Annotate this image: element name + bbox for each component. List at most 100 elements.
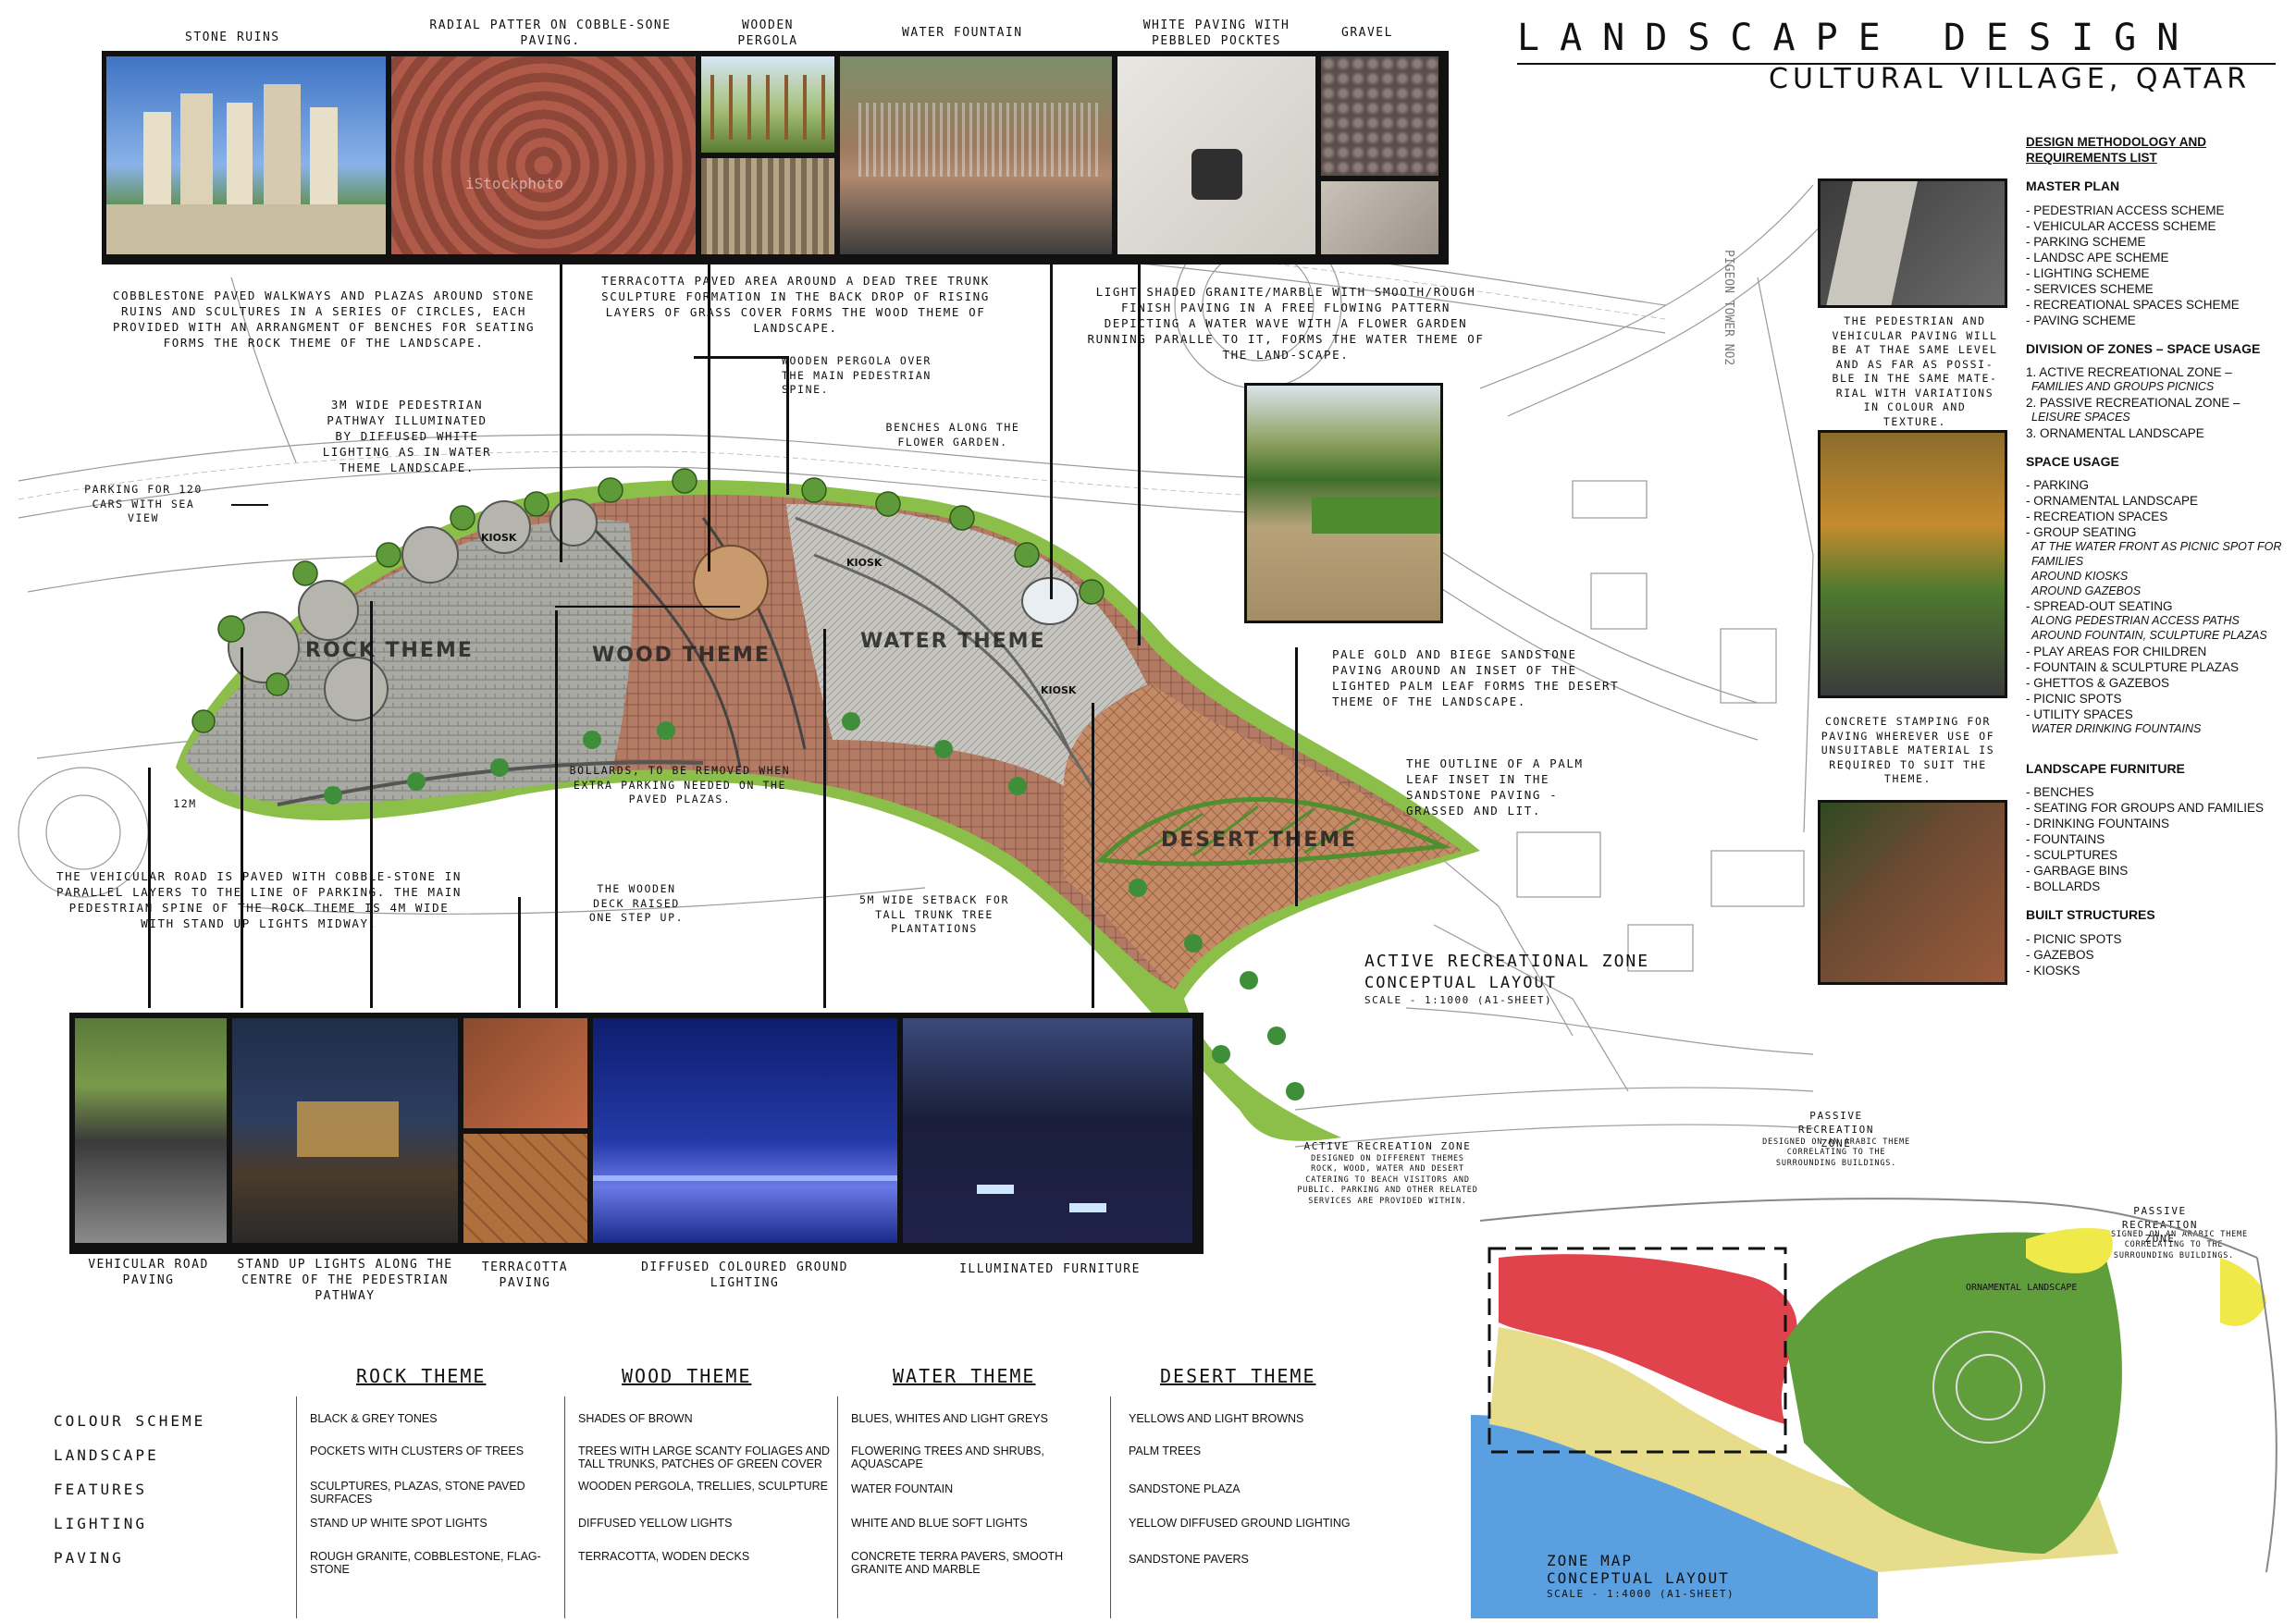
palm-tree	[1212, 1045, 1230, 1064]
master-plan-item: - VEHICULAR ACCESS SCHEME	[2026, 218, 2216, 233]
leader-line	[518, 897, 521, 1008]
tree	[672, 468, 697, 494]
table-row-label: COLOUR SCHEME	[54, 1412, 206, 1430]
table-cell: SANDSTONE PAVERS	[1129, 1553, 1249, 1566]
table-cell: PALM TREES	[1129, 1445, 1202, 1457]
space-usage-item: WATER DRINKING FOUNTAINS	[2031, 721, 2202, 735]
photo-stamped-concrete	[1818, 800, 2007, 985]
space-usage-item: AROUND GAZEBOS	[2031, 584, 2142, 597]
table-cell: CONCRETE TERRA PAVERS, SMOOTH GRANITE AN…	[851, 1550, 1064, 1577]
stone-monolith	[264, 84, 301, 204]
table-row-label: FEATURES	[54, 1481, 148, 1498]
photo-wooden-pergola-2	[698, 155, 837, 257]
grass-strip	[1312, 497, 1440, 534]
stone-monolith	[310, 107, 338, 204]
kiosk-label: KIOSK	[481, 532, 517, 544]
photo-stone-ruins	[104, 54, 389, 257]
built-item: - PICNIC SPOTS	[2026, 931, 2122, 946]
photo-pedestrian-paving	[1818, 178, 2007, 308]
stone-monolith	[180, 93, 213, 204]
stone-monolith	[227, 103, 253, 204]
tower-label: PIGEON TOWER NO2	[1722, 250, 1735, 365]
table-cell: SHADES OF BROWN	[578, 1412, 693, 1425]
leader-line	[148, 768, 151, 1008]
furniture-title: LANDSCAPE FURNITURE	[2026, 760, 2185, 776]
palm-tree	[1240, 971, 1258, 990]
zone-building-circle	[1932, 1331, 2045, 1444]
theme-label-water: WATER THEME	[860, 630, 1046, 653]
photo-park-path	[1818, 430, 2007, 698]
tree	[524, 491, 549, 517]
table-cell: BLACK & GREY TONES	[310, 1412, 438, 1425]
leader-line	[708, 257, 710, 572]
note-concrete: CONCRETE STAMPING FOR PAVING WHEREVER US…	[1821, 715, 1995, 786]
space-usage-item: AROUND FOUNTAIN, SCULPTURE PLAZAS	[2031, 629, 2267, 643]
note-palm-leaf: THE OUTLINE OF A PALM LEAF INSET IN THE …	[1406, 756, 1584, 818]
palm-leaf-veins	[1137, 805, 1361, 857]
leader-line	[231, 504, 268, 506]
table-header-wood: WOOD THEME	[622, 1365, 752, 1387]
table-divider	[564, 1396, 565, 1618]
table-cell: BLUES, WHITES AND LIGHT GREYS	[851, 1412, 1049, 1425]
note-parking: PARKING FOR 120 CARS WITH SEA VIEW	[84, 483, 203, 525]
plaza-circle	[228, 611, 300, 683]
space-usage-item: - GHETTOS & GAZEBOS	[2026, 675, 2170, 690]
space-usage-item: AROUND KIOSKS	[2031, 569, 2129, 583]
note-vehicular: THE VEHICULAR ROAD IS PAVED WITH COBBLE-…	[56, 869, 463, 930]
master-plan-item: - SERVICES SCHEME	[2026, 281, 2154, 296]
zone-focus-frame	[1487, 1247, 1787, 1454]
note-terracotta: TERRACOTTA PAVED AREA AROUND A DEAD TREE…	[601, 274, 990, 335]
plan-title: ACTIVE RECREATIONAL ZONE	[1364, 952, 1650, 971]
furniture-item: - BOLLARDS	[2026, 879, 2101, 894]
built-item: - GAZEBOS	[2026, 947, 2094, 962]
stone-wall	[106, 204, 386, 254]
table-header-water: WATER THEME	[893, 1365, 1036, 1387]
tree	[265, 672, 290, 696]
tree	[191, 709, 216, 733]
leader-line	[555, 606, 740, 608]
table-cell: YELLOWS AND LIGHT BROWNS	[1129, 1412, 1304, 1425]
plaza-circle	[401, 526, 459, 584]
master-plan-item: - RECREATIONAL SPACES SCHEME	[2026, 297, 2240, 312]
master-plan-item: - PAVING SCHEME	[2026, 313, 2136, 327]
table-header-rock: ROCK THEME	[356, 1365, 487, 1387]
space-usage-item: - PARKING	[2026, 478, 2090, 493]
table-cell: DIFFUSED YELLOW LIGHTS	[578, 1517, 733, 1530]
stone-monolith	[143, 112, 171, 204]
zone-sea	[1471, 1415, 1878, 1618]
theme-label-rock: ROCK THEME	[305, 639, 474, 662]
space-usage-item: - PLAY AREAS FOR CHILDREN	[2026, 644, 2207, 658]
caption-radial-paving: RADIAL PATTER ON COBBLE-SONE PAVING.	[429, 18, 672, 48]
pebbled-pocket	[1191, 149, 1242, 200]
palm-tree	[324, 786, 342, 805]
title-rule	[1517, 63, 2276, 65]
tree	[875, 491, 901, 517]
table-divider	[296, 1396, 297, 1618]
caption-water-fountain: WATER FOUNTAIN	[902, 26, 1023, 40]
note-pedestrian-3m: 3M WIDE PEDESTRIAN PATHWAY ILLUMINATED B…	[322, 398, 492, 474]
photo-terracotta-2	[461, 1131, 590, 1246]
table-row-label: LANDSCAPE	[54, 1446, 159, 1464]
zone-ornamental-area	[2026, 1228, 2113, 1273]
caption-stand-up-lights: STAND UP LIGHTS ALONG THE CENTRE OF THE …	[237, 1258, 453, 1303]
space-usage-item: - UTILITY SPACES	[2026, 707, 2133, 721]
desert-zone	[1064, 684, 1462, 990]
photo-wooden-pergola	[698, 54, 837, 155]
caption-stone-ruins: STONE RUINS	[185, 31, 280, 44]
zone-active-title: ACTIVE RECREATION ZONE	[1303, 1140, 1472, 1152]
table-cell: POCKETS WITH CLUSTERS OF TREES	[310, 1445, 525, 1457]
light-strip	[593, 1175, 897, 1181]
plan-scale: SCALE - 1:1000 (A1-SHEET)	[1364, 994, 1553, 1006]
caption-wooden-pergola: WOODEN PERGOLA	[737, 18, 798, 48]
leader-line	[241, 647, 243, 1008]
table-cell: STAND UP WHITE SPOT LIGHTS	[310, 1517, 488, 1530]
tree	[949, 505, 975, 531]
space-usage-item: - SPREAD-OUT SEATING	[2026, 599, 2173, 614]
plaza-circle	[549, 498, 598, 547]
leader-line	[370, 601, 373, 1008]
table-cell: WOODEN PERGOLA, TRELLIES, SCULPTURE	[578, 1480, 828, 1493]
table-cell: FLOWERING TREES AND SHRUBS, AQUASCAPE	[851, 1445, 1044, 1471]
bench-light	[977, 1185, 1014, 1194]
photo-illuminated-furniture	[900, 1015, 1195, 1246]
furniture-item: - SCULPTURES	[2026, 848, 2118, 863]
